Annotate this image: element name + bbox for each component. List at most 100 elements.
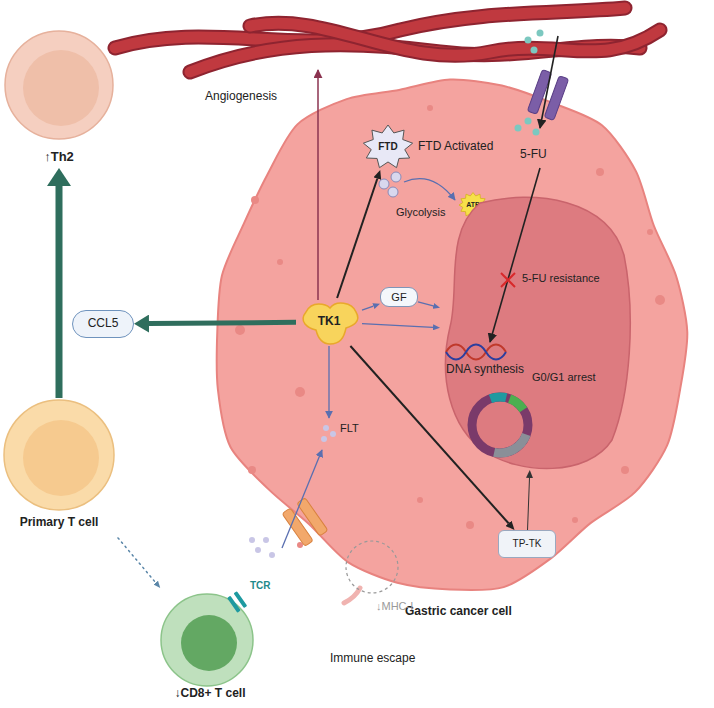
node-text: ↓CD8+ T cell	[150, 687, 270, 701]
annotation-label: Immune escape	[330, 652, 415, 666]
vesicle	[251, 196, 259, 204]
cell-node: Primary T cell	[0, 398, 118, 538]
molecule	[379, 179, 389, 189]
tcr-receptor	[227, 591, 247, 613]
shape-node: DNA synthesisG0/G1 arrest	[440, 195, 630, 470]
process-box: CCL5	[72, 310, 134, 338]
connector-arrow	[362, 306, 373, 310]
flt-molecules	[249, 425, 336, 558]
connector-arrow	[362, 324, 433, 328]
channel-half	[544, 76, 568, 121]
ring-segment	[464, 389, 536, 461]
node-outline	[0, 28, 118, 168]
molecule	[533, 129, 540, 136]
node-text: TK1	[296, 298, 362, 346]
molecule	[330, 431, 336, 437]
vesicle	[427, 105, 433, 111]
vesicle	[295, 387, 305, 397]
vesicle	[297, 542, 303, 548]
node-shape	[445, 197, 630, 468]
node-outline	[440, 195, 630, 470]
node-text: FTD	[362, 124, 414, 170]
connector-arrow	[149, 322, 296, 323]
cell-node: ↓CD8+ T cell	[150, 588, 270, 706]
block-stroke	[501, 273, 515, 287]
vessel-outline	[250, 23, 660, 55]
connector-arrow	[418, 302, 433, 306]
cell-membrane	[5, 31, 113, 139]
vesicle	[417, 497, 423, 503]
molecule	[525, 118, 532, 125]
glycolysis-arrow	[404, 179, 455, 200]
vesicle	[248, 466, 256, 474]
process-box: TP-TK	[498, 530, 556, 558]
mhc-stalk	[344, 588, 360, 603]
node-text: G0/G1 arrest	[532, 371, 622, 384]
node-text: GF	[381, 288, 417, 306]
glucose-molecules	[379, 172, 401, 197]
cell-cycle-ring	[464, 389, 536, 461]
connector-arrow	[350, 346, 508, 523]
node-shape	[217, 79, 688, 590]
molecule	[537, 30, 544, 37]
process-box: GF	[380, 287, 418, 307]
vesicle	[235, 325, 245, 335]
flt-transporter	[282, 498, 328, 547]
shape-node: FTD	[362, 124, 414, 170]
ring-segment	[464, 389, 536, 461]
block-stroke	[501, 273, 515, 287]
vesicle	[277, 259, 283, 265]
dna-strand	[446, 345, 506, 360]
annotation-label: Angiogenesis	[205, 90, 277, 104]
connector-arrow	[528, 478, 530, 530]
vesicle	[621, 466, 629, 474]
annotation-label: TCR	[250, 580, 271, 592]
vesicle	[572, 517, 578, 523]
node-text: TP-TK	[499, 531, 555, 557]
block-mark	[501, 273, 515, 287]
node-text: ↑Th2	[0, 150, 118, 165]
molecule	[323, 425, 329, 431]
cell-membrane	[161, 594, 253, 686]
cell-nucleus	[181, 615, 237, 671]
connector-arrow	[337, 179, 377, 298]
connector-arrow	[56, 186, 63, 398]
ring-segment	[472, 397, 528, 453]
receptor-chain	[227, 596, 241, 613]
receptor-chain	[234, 591, 248, 608]
molecule	[531, 47, 538, 54]
vessel-body	[250, 23, 660, 55]
cell-node: ↑Th2	[0, 28, 118, 168]
molecule	[515, 125, 522, 132]
shape-node: Gastric cancer cellFTDATPTK1GFDNA synthe…	[200, 62, 700, 632]
vesicle	[596, 168, 604, 176]
molecule	[269, 552, 275, 558]
molecule	[249, 537, 255, 543]
5fu-arrow	[490, 168, 540, 342]
node-text: Primary T cell	[0, 516, 118, 530]
channel-half	[297, 498, 328, 537]
molecule	[263, 537, 269, 543]
dna-helix	[446, 345, 506, 360]
angiogenesis-arrow	[317, 70, 319, 300]
node-text: DNA synthesis	[440, 363, 530, 377]
vesicle	[655, 295, 665, 305]
molecule	[525, 37, 532, 44]
vesicles	[235, 105, 665, 548]
molecule	[321, 436, 327, 442]
node-text: CCL5	[73, 311, 133, 337]
cell-membrane	[4, 400, 114, 510]
molecule	[388, 187, 398, 197]
5fu-molecules	[515, 30, 544, 136]
ring-segment	[464, 389, 536, 461]
uptake-arrow	[540, 36, 558, 128]
vesicle	[466, 521, 474, 529]
vesicle	[647, 229, 653, 235]
flt-arrow	[328, 346, 329, 418]
flt-uptake-arrow	[282, 450, 322, 548]
mhc-missing-outline	[346, 541, 398, 593]
connector-arrow	[118, 538, 156, 583]
molecule	[391, 172, 401, 182]
